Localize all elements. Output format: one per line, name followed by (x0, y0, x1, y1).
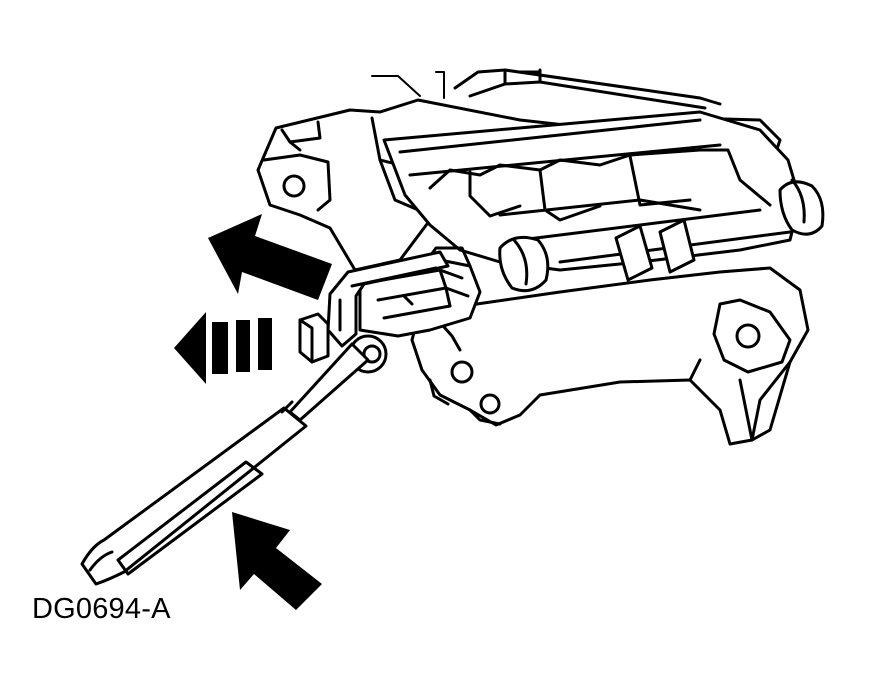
slotted-body (382, 110, 825, 293)
push-arrow-lower (232, 512, 322, 610)
connector-housing (256, 68, 825, 446)
push-arrow-upper (208, 214, 332, 300)
housing-top-fins (371, 68, 722, 110)
pull-arrow-dash-1 (212, 322, 228, 374)
figure-label: DG0694-A (32, 593, 171, 625)
pull-direction-arrow (174, 312, 272, 384)
tool-hooked-tip (326, 250, 450, 348)
pull-arrow-dash-2 (236, 320, 250, 372)
front-flange (410, 266, 810, 446)
release-tool (80, 250, 450, 586)
pull-arrow-dash-3 (258, 318, 272, 370)
tool-handle (80, 406, 308, 586)
pull-arrow-head (174, 312, 206, 384)
